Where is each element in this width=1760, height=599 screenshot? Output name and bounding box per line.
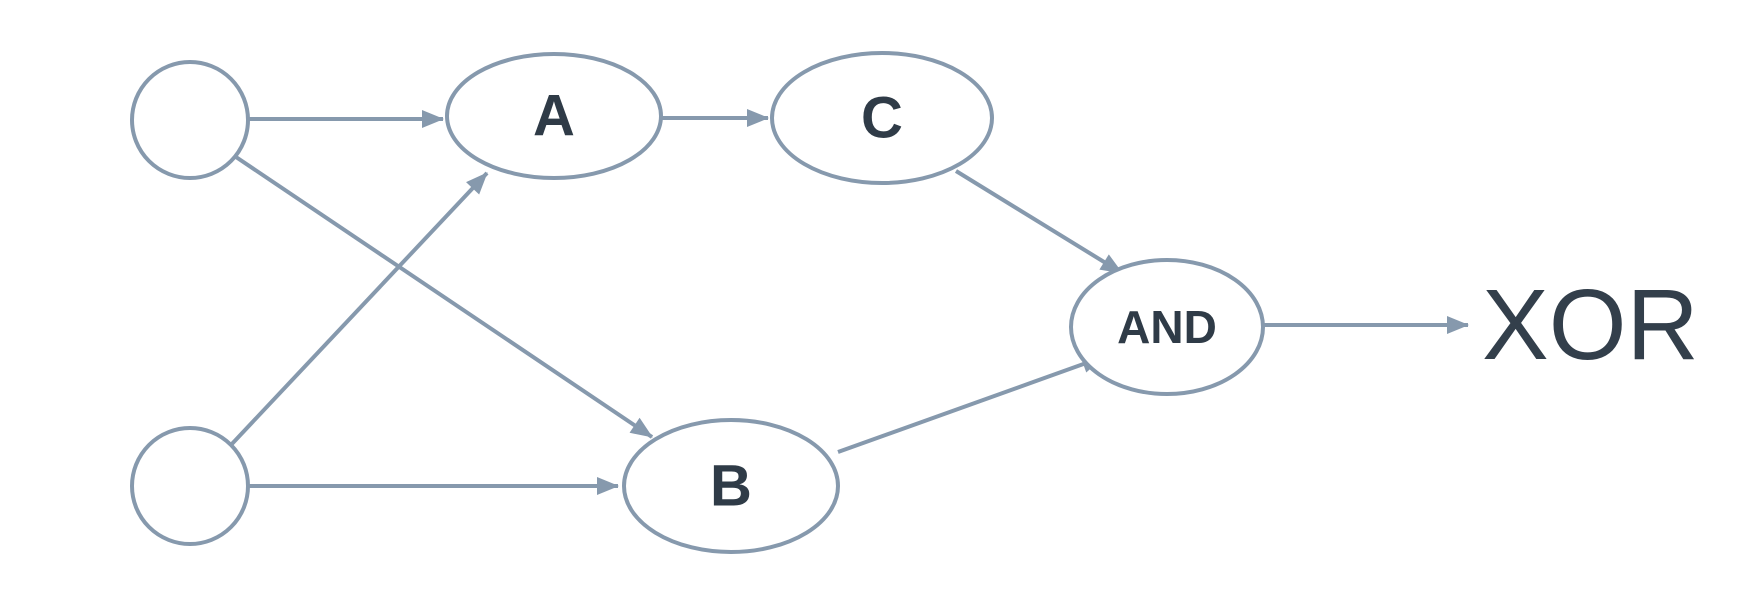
node-c-label: C (861, 86, 903, 151)
node-b: B (622, 418, 840, 554)
node-c: C (770, 51, 994, 185)
edge-c-to-and (954, 169, 1124, 275)
node-and-label: AND (1117, 301, 1217, 353)
node-a: A (445, 52, 663, 180)
node-input-top-shape (130, 60, 250, 180)
node-b-label: B (710, 454, 752, 519)
edge-b-to-and (837, 355, 1104, 454)
node-input-top (130, 60, 250, 180)
node-c-shape (770, 51, 994, 185)
node-and: AND (1069, 258, 1265, 396)
node-and-shape (1069, 258, 1265, 396)
node-a-label: A (533, 84, 575, 149)
edge-input-top-to-b (231, 153, 654, 439)
node-b-shape (622, 418, 840, 554)
node-input-bottom-shape (130, 426, 250, 546)
edge-input-bottom-to-a (228, 171, 489, 448)
node-input-bottom (130, 426, 250, 546)
node-a-shape (445, 52, 663, 180)
output-label-xor: XOR (1482, 269, 1699, 381)
